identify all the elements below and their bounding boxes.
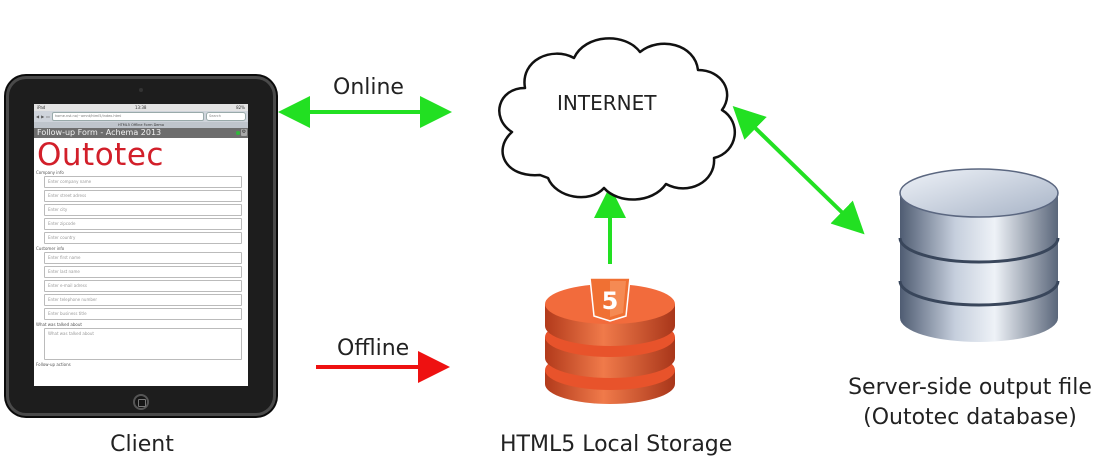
internet-server-arrow bbox=[732, 106, 865, 235]
client-label: Client bbox=[110, 432, 174, 457]
status-carrier: iPad bbox=[37, 105, 46, 110]
talked-section-label: What was talked about bbox=[36, 322, 82, 327]
storage-label: HTML5 Local Storage bbox=[500, 432, 733, 457]
email-field[interactable]: Enter e-mail adress bbox=[44, 280, 242, 292]
back-icon[interactable]: ◀ bbox=[36, 114, 40, 119]
offline-label: Offline bbox=[337, 336, 410, 361]
zipcode-field[interactable]: Enter zipcode bbox=[44, 218, 242, 230]
svg-text:5: 5 bbox=[602, 287, 619, 315]
ipad-device: iPad 13:38 82% ◀ ▶ ▭ home.nst.no/~omnt/h… bbox=[6, 76, 276, 416]
settings-icon[interactable]: ⚙ bbox=[241, 129, 247, 136]
followup-section-label: Follow-up actions bbox=[36, 362, 71, 367]
ipad-screen: iPad 13:38 82% ◀ ▶ ▭ home.nst.no/~omnt/h… bbox=[34, 104, 248, 386]
online-label: Online bbox=[333, 75, 404, 100]
server-label-line1: Server-side output file bbox=[848, 375, 1092, 400]
country-field[interactable]: Enter country bbox=[44, 232, 242, 244]
server-label-line2: (Outotec database) bbox=[863, 405, 1077, 430]
search-input[interactable]: Search bbox=[206, 112, 246, 121]
online-status-icon bbox=[236, 131, 240, 135]
form-title: Follow-up Form - Achema 2013 bbox=[37, 128, 162, 137]
url-field[interactable]: home.nst.no/~omnt/html5/index.html bbox=[51, 112, 204, 121]
status-battery: 82% bbox=[236, 105, 245, 110]
camera-icon bbox=[139, 88, 143, 92]
business-title-field[interactable]: Enter business title bbox=[44, 308, 242, 320]
status-bar: iPad 13:38 82% bbox=[34, 104, 248, 111]
last-name-field[interactable]: Enter last name bbox=[44, 266, 242, 278]
html5-storage-icon: 5 bbox=[545, 277, 675, 404]
telephone-field[interactable]: Enter telephone number bbox=[44, 294, 242, 306]
company-name-field[interactable]: Enter company name bbox=[44, 176, 242, 188]
bookmarks-icon[interactable]: ▭ bbox=[46, 114, 50, 119]
status-time: 13:38 bbox=[134, 105, 147, 110]
internet-cloud-icon bbox=[498, 37, 737, 201]
form-header: Follow-up Form - Achema 2013 ⚙ bbox=[34, 128, 248, 138]
home-button[interactable] bbox=[133, 394, 149, 410]
city-field[interactable]: Enter city bbox=[44, 204, 242, 216]
talked-about-textarea[interactable]: What was talked about bbox=[44, 328, 242, 360]
company-section-label: Company info bbox=[36, 170, 64, 175]
outotec-logo: Outotec bbox=[37, 137, 164, 173]
street-address-field[interactable]: Enter street adress bbox=[44, 190, 242, 202]
server-database-icon bbox=[898, 168, 1060, 342]
internet-label: INTERNET bbox=[557, 91, 657, 115]
customer-section-label: Customer info bbox=[36, 246, 65, 251]
browser-toolbar: ◀ ▶ ▭ home.nst.no/~omnt/html5/index.html… bbox=[34, 111, 248, 122]
forward-icon[interactable]: ▶ bbox=[41, 114, 45, 119]
first-name-field[interactable]: Enter first name bbox=[44, 252, 242, 264]
browser-tab[interactable]: HTML5 Offline Form Demo bbox=[34, 122, 248, 128]
